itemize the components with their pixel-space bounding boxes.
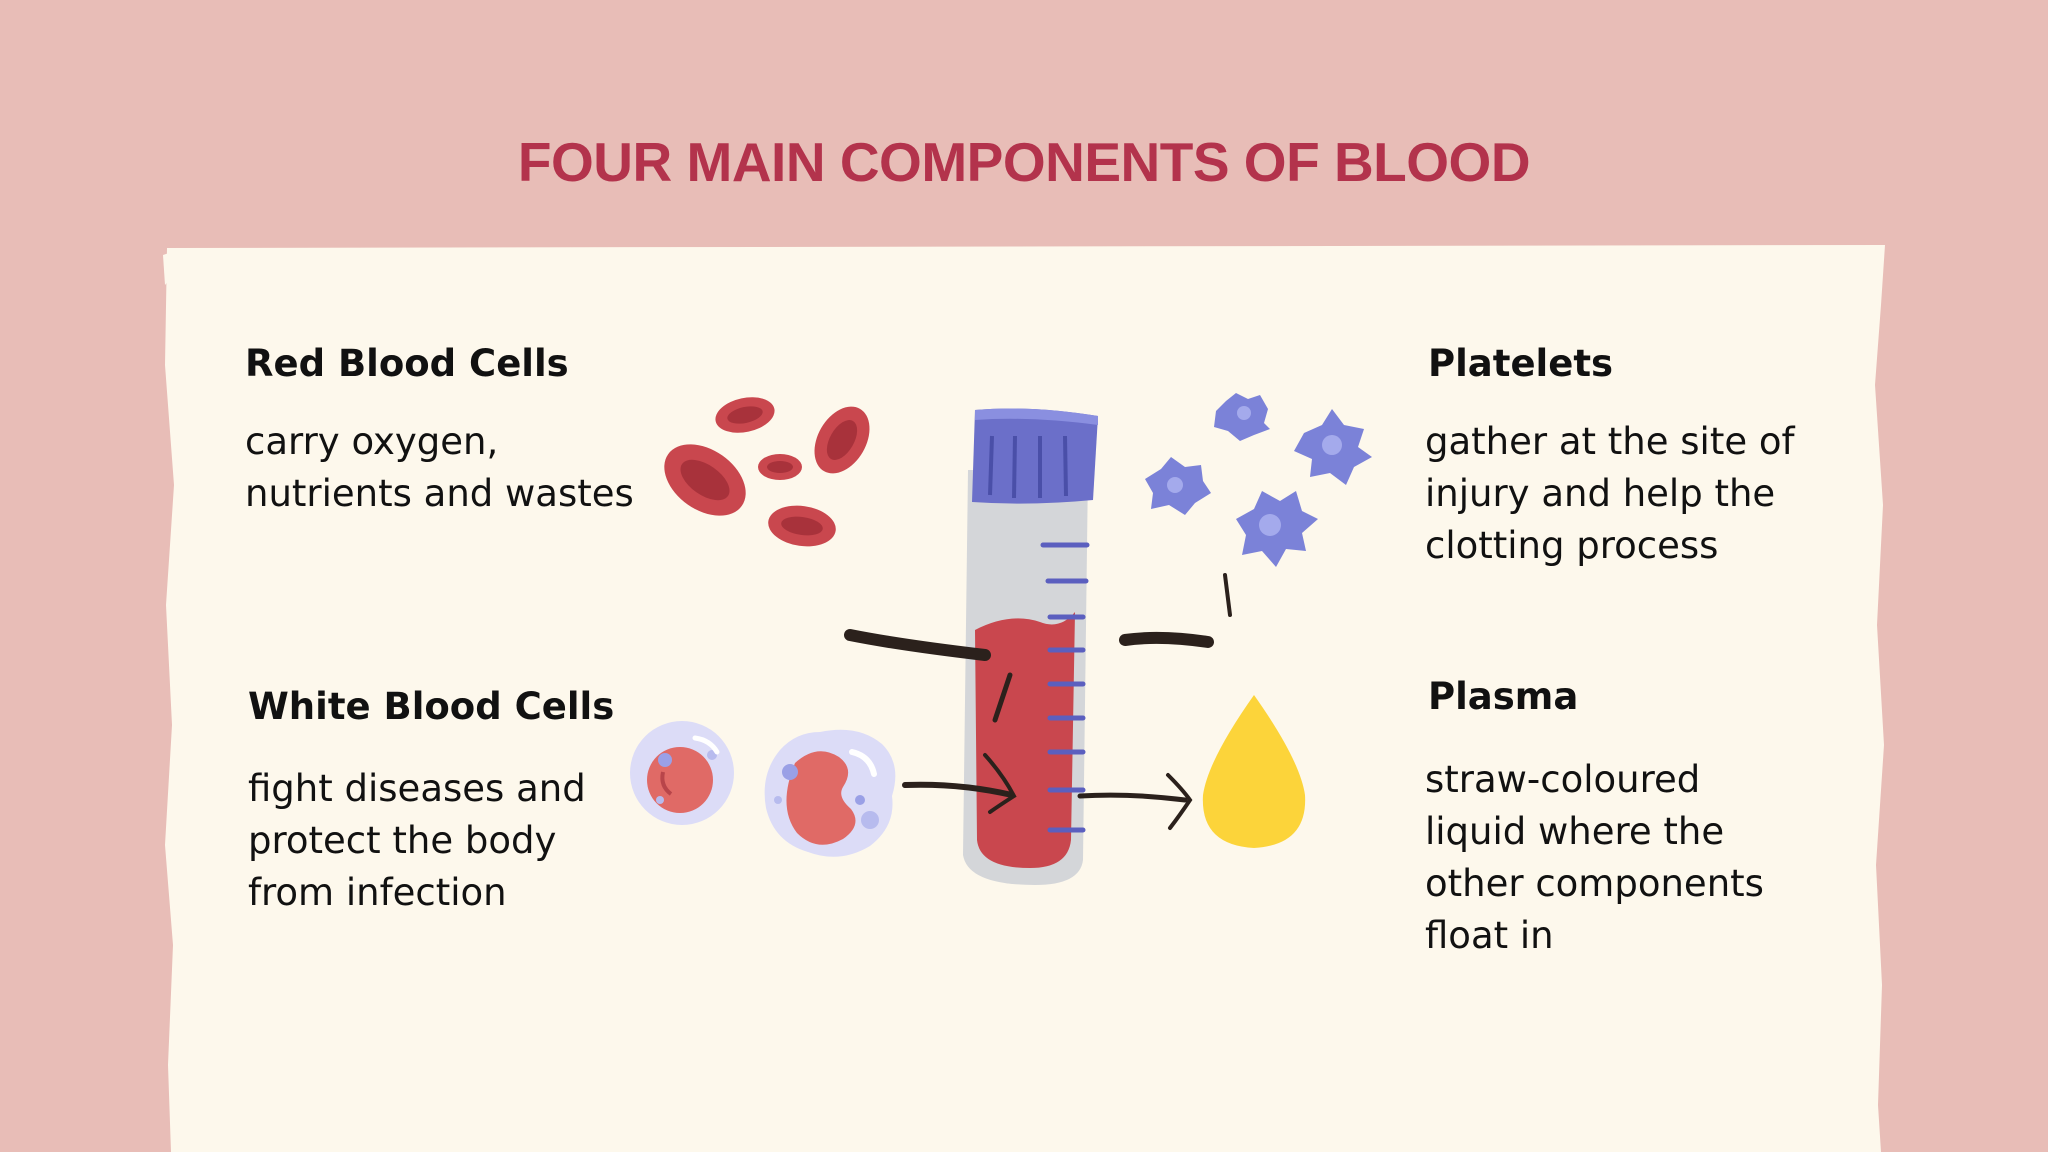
arrow-tail-red xyxy=(992,672,1013,723)
arrow-to-plasma xyxy=(1077,792,1188,803)
plasma-description: straw-coloured liquid where the other co… xyxy=(1425,758,1764,957)
arrow-from-white-cells xyxy=(902,781,1015,798)
platelets-icon xyxy=(1145,393,1372,567)
arrows xyxy=(844,573,1232,830)
test-tube-icon xyxy=(963,408,1098,885)
platelets-description: gather at the site of injury and help th… xyxy=(1425,420,1795,567)
arrow-to-red-cells xyxy=(844,629,991,661)
red-blood-cells-icon xyxy=(664,397,870,547)
red-blood-cells-description: carry oxygen, nutrients and wastes xyxy=(245,420,634,515)
red-blood-cells-heading: Red Blood Cells xyxy=(245,342,569,385)
arrow-tail-platelets xyxy=(1223,573,1232,617)
white-blood-cells-description: fight diseases and protect the body from… xyxy=(248,767,586,914)
white-blood-cells-heading: White Blood Cells xyxy=(248,685,615,728)
white-blood-cells-icon xyxy=(630,721,896,857)
plasma-drop-icon xyxy=(1202,695,1306,848)
arrow-head-plasma xyxy=(1166,773,1193,830)
plasma-heading: Plasma xyxy=(1428,675,1579,718)
arrow-to-platelets xyxy=(1119,631,1214,648)
page-title: FOUR MAIN COMPONENTS OF BLOOD xyxy=(517,131,1531,193)
platelets-heading: Platelets xyxy=(1428,342,1614,385)
arrow-head-white xyxy=(983,753,1017,814)
